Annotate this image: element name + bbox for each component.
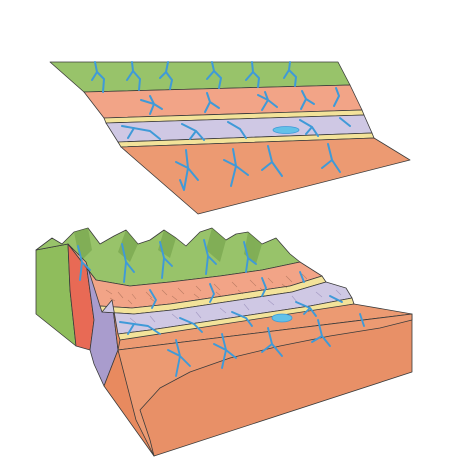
- lowland-surface: [120, 137, 411, 215]
- eroded-texture: [105, 273, 342, 324]
- lowland-plain: [117, 313, 413, 457]
- lake-lower: [271, 313, 293, 323]
- stream-network-upper: [91, 61, 351, 191]
- lake-upper: [272, 126, 300, 134]
- flat-surface-block: [49, 61, 411, 215]
- stream-network-lower: [77, 239, 365, 377]
- eroded-landscape-block: [35, 227, 413, 457]
